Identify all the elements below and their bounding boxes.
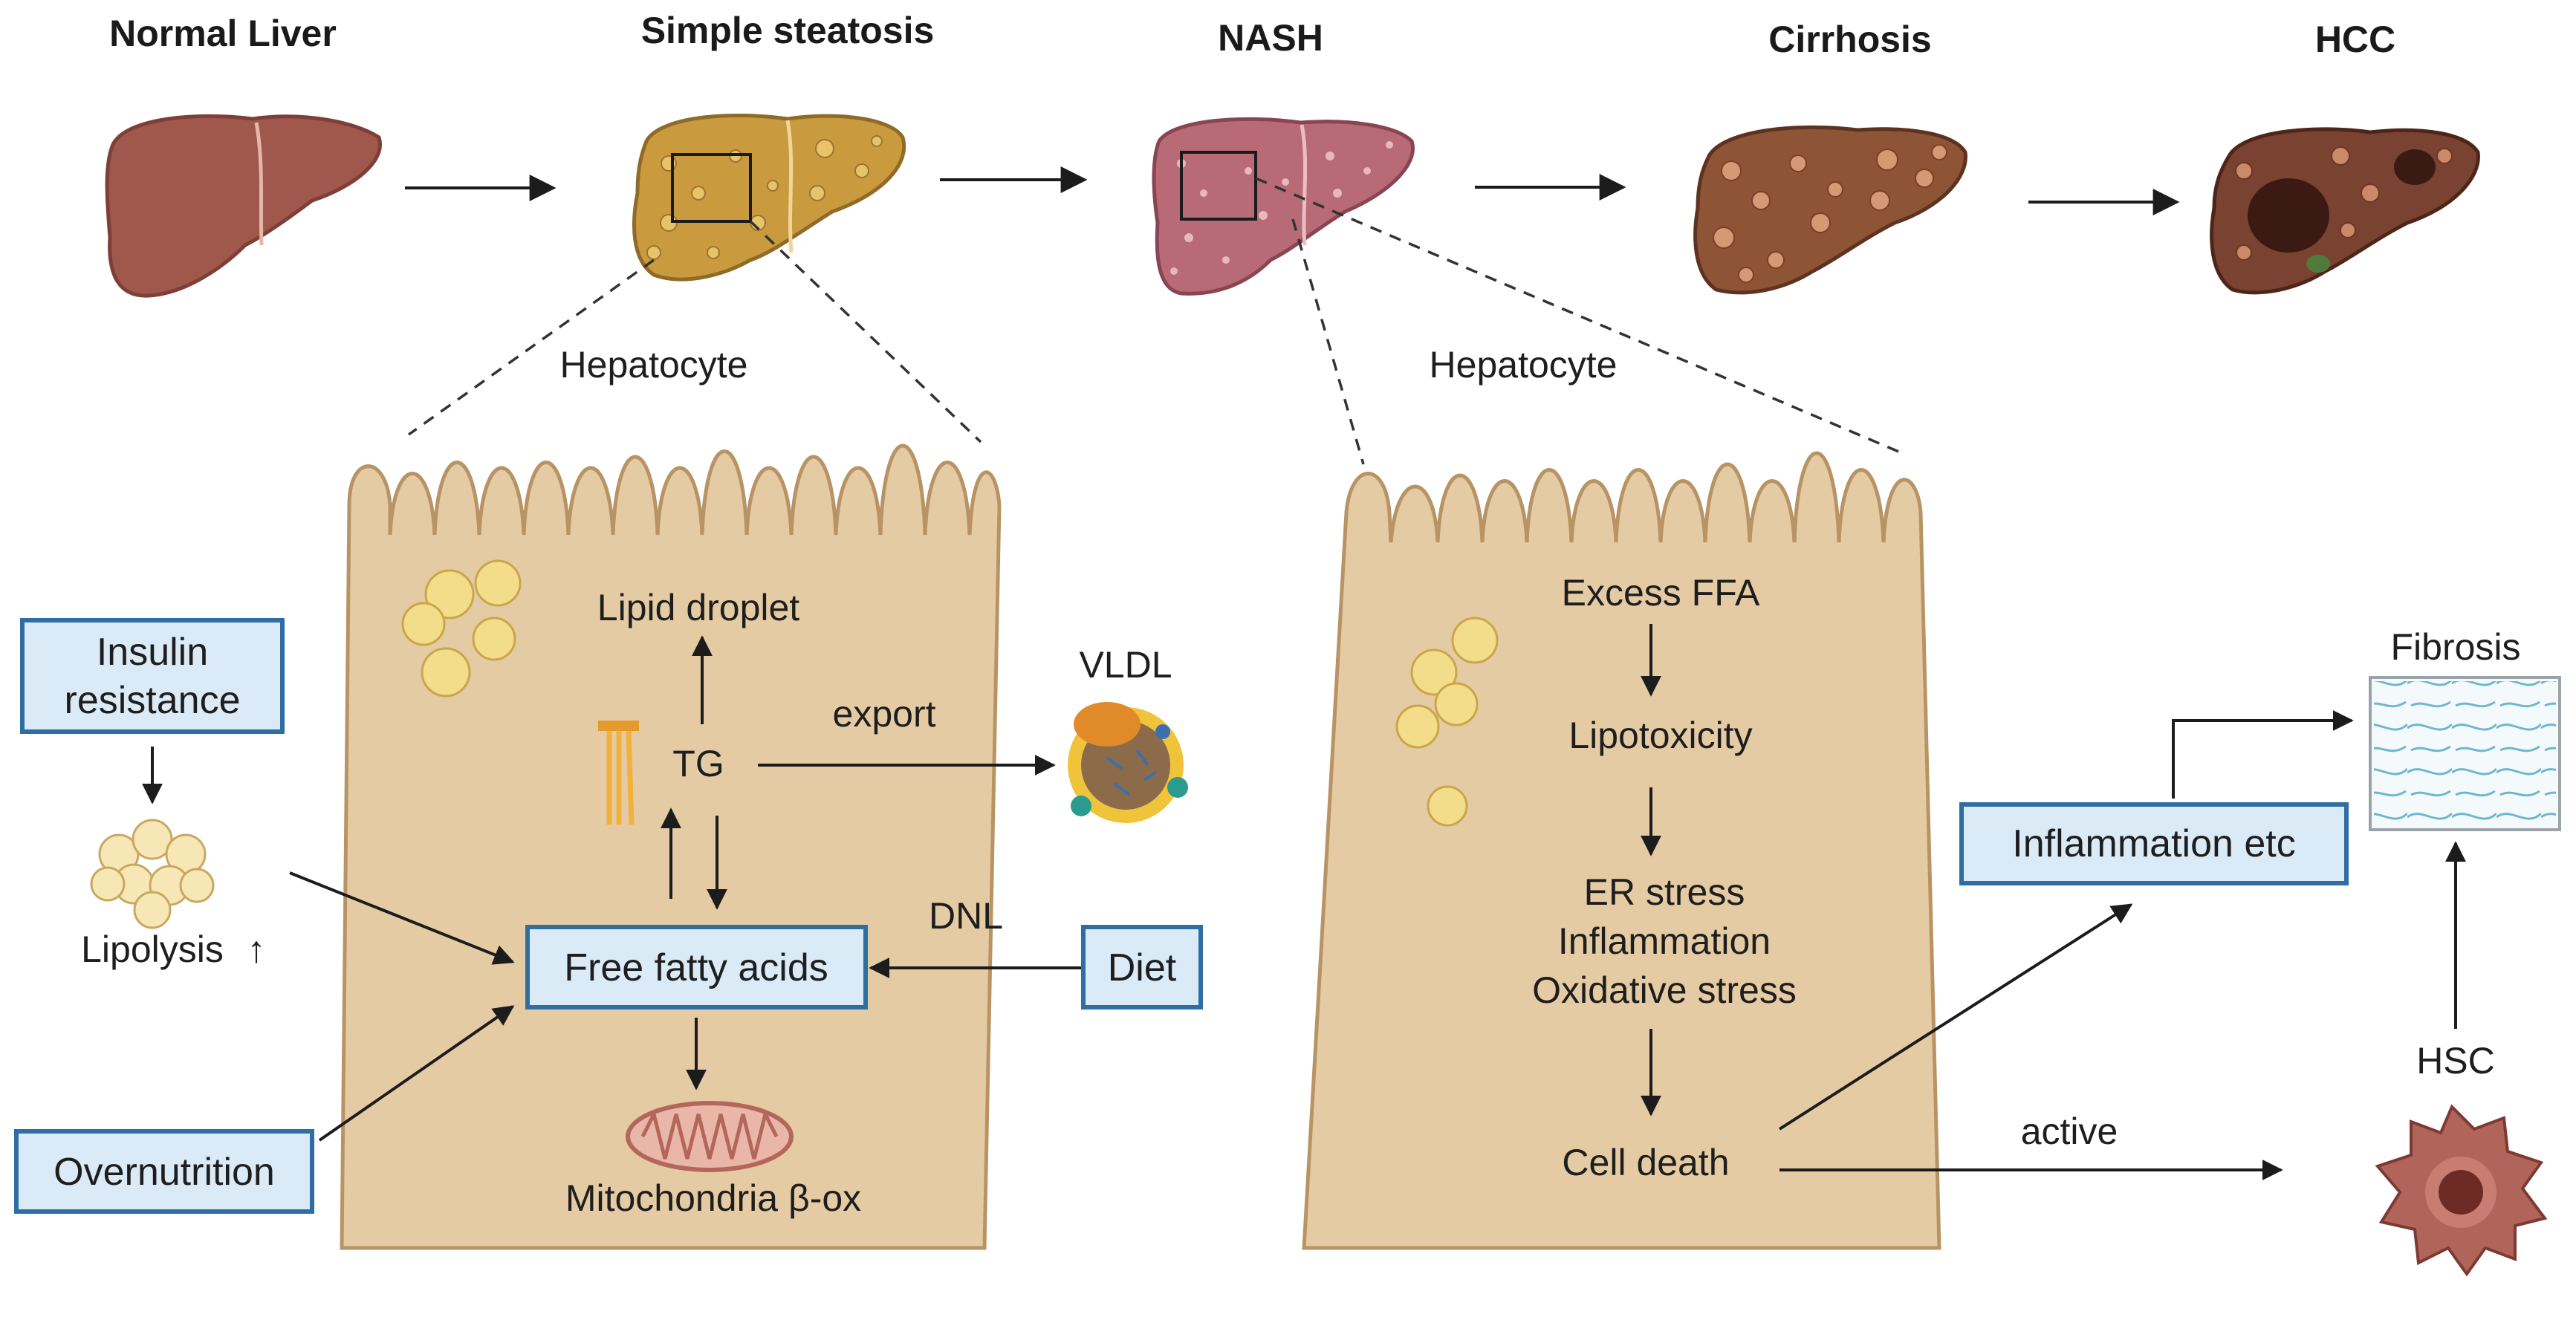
insulin-resistance-label-line1: Insulin — [97, 631, 208, 674]
right-hepatocyte-title: Hepatocyte — [1430, 344, 1618, 386]
zoom-line-left-a — [407, 259, 655, 436]
steatosis-zoom-box — [671, 153, 752, 223]
stage-title-simple-steatosis: Simple steatosis — [641, 10, 935, 51]
left-hepatocyte-title: Hepatocyte — [560, 344, 748, 386]
lipid-droplet-label: Lipid droplet — [597, 587, 800, 628]
active-label: active — [2021, 1111, 2118, 1152]
overnutrition-box — [14, 1129, 314, 1214]
zoom-line-right-b — [1255, 177, 1903, 455]
inflammation-label: Inflammation — [1558, 920, 1771, 962]
overnutrition-label: Overnutrition — [53, 1151, 275, 1194]
lipotoxicity-label: Lipotoxicity — [1568, 715, 1752, 756]
right-lipid-droplets-icon — [1395, 617, 1499, 827]
oxidative-stress-label: Oxidative stress — [1532, 969, 1797, 1011]
inflammation-etc-label: Inflammation etc — [2012, 822, 2296, 865]
arrow-lipolysis-to-ffa — [289, 871, 515, 965]
zoom-line-right-a — [1291, 218, 1365, 465]
mitochondria-icon — [626, 1101, 794, 1172]
steatosis-liver-icon — [632, 113, 906, 282]
lipolysis-up-arrow: ↑ — [247, 929, 266, 970]
export-label: export — [833, 693, 936, 735]
zoom-line-left-b — [749, 220, 982, 443]
fibrosis-fibers-icon — [2374, 681, 2556, 826]
tg-label: TG — [672, 743, 724, 784]
inflammation-etc-box — [1959, 802, 2349, 885]
stage-title-nash: NASH — [1218, 17, 1323, 59]
left-lipid-droplets-icon — [401, 559, 522, 698]
lipolysis-label: Lipolysis — [81, 929, 224, 970]
cirrhosis-liver-icon — [1693, 125, 1967, 295]
hcc-liver-icon — [2210, 127, 2480, 295]
mitochondria-label: Mitochondria β-ox — [565, 1177, 861, 1219]
fibrosis-label: Fibrosis — [2390, 626, 2520, 668]
nash-zoom-box — [1180, 151, 1257, 221]
cell-death-label: Cell death — [1562, 1142, 1729, 1183]
diet-box — [1081, 925, 1203, 1009]
arrow-overnutrition-to-ffa — [318, 1005, 515, 1142]
free-fatty-acids-label: Free fatty acids — [564, 946, 828, 989]
nash-liver-icon — [1152, 117, 1415, 296]
excess-ffa-label: Excess FFA — [1562, 572, 1760, 614]
free-fatty-acids-box — [525, 925, 868, 1009]
adipocyte-cluster-icon — [90, 819, 215, 929]
triglyceride-molecule-icon — [598, 721, 639, 825]
dnl-label: DNL — [929, 895, 1003, 937]
hepatic-stellate-cell-icon — [2375, 1104, 2548, 1277]
diet-label: Diet — [1108, 946, 1177, 989]
stage-title-normal-liver: Normal Liver — [109, 13, 337, 54]
stage-title-cirrhosis: Cirrhosis — [1768, 19, 1932, 60]
er-stress-label: ER stress — [1584, 871, 1745, 913]
arrow-inflammation-to-fibrosis — [2172, 710, 2354, 799]
vldl-particle-icon — [1068, 702, 1188, 823]
vldl-label: VLDL — [1079, 644, 1172, 686]
insulin-resistance-label-line2: resistance — [65, 679, 241, 722]
stage-title-hcc: HCC — [2315, 19, 2395, 60]
normal-liver-icon — [105, 114, 382, 298]
hsc-label: HSC — [2416, 1040, 2495, 1082]
insulin-resistance-box — [20, 618, 285, 734]
arrow-cell-death-to-inflammation — [1778, 903, 2133, 1131]
